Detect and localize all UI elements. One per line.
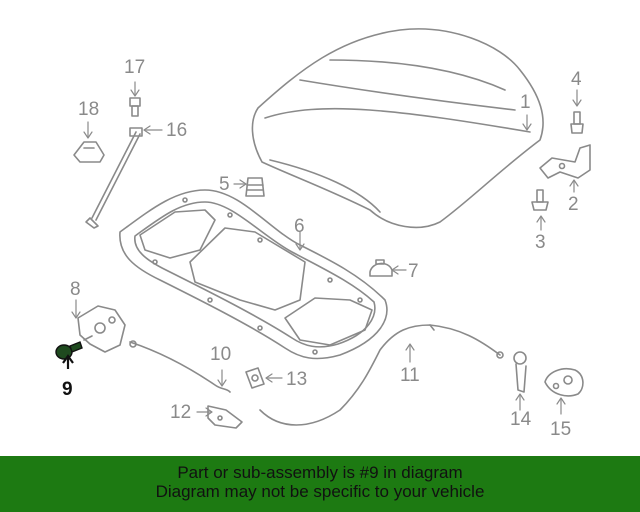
part-7-clip: [369, 259, 393, 277]
callout-10: 10: [210, 344, 232, 365]
callout-4: 4: [571, 69, 582, 90]
notice-line-2: Diagram may not be specific to your vehi…: [155, 482, 485, 501]
callout-14: 14: [510, 409, 532, 430]
callout-8: 8: [70, 279, 81, 300]
part-5-bumper: [245, 177, 265, 197]
part-4-bolt: [570, 111, 584, 134]
callout-3: 3: [535, 232, 546, 253]
part-9-bolt: [55, 341, 83, 369]
part-10-cable: [129, 340, 231, 393]
part-3-bolt: [531, 189, 549, 211]
part-2-hinge: [539, 144, 591, 179]
callout-2: 2: [568, 194, 579, 215]
part-18-holder: [73, 141, 105, 163]
callout-11: 11: [400, 365, 420, 386]
part-16-prop-rod: [85, 127, 143, 229]
part-11-cable: [259, 324, 504, 426]
callout-9: 9: [62, 379, 73, 400]
callout-18: 18: [78, 99, 100, 120]
leader-lines: [71, 81, 582, 417]
callout-13: 13: [286, 369, 308, 390]
callout-6: 6: [294, 216, 305, 237]
notice-line-1: Part or sub-assembly is #9 in diagram: [177, 463, 463, 482]
callout-5: 5: [219, 174, 230, 195]
part-13-bumper: [245, 367, 265, 389]
part-8-latch: [77, 305, 126, 353]
part-12-bracket: [207, 405, 243, 429]
part-1-hood: [251, 28, 544, 229]
callout-16: 16: [166, 120, 188, 141]
part-6-insulator: [119, 189, 388, 360]
callout-7: 7: [408, 261, 419, 282]
callout-15: 15: [550, 419, 572, 440]
notice-banner: Part or sub-assembly is #9 in diagram Di…: [0, 456, 640, 512]
part-15-latch: [544, 367, 584, 397]
part-14-support: [513, 351, 527, 393]
callout-17: 17: [124, 57, 146, 78]
callout-12: 12: [170, 402, 192, 423]
parts-diagram: [55, 28, 591, 429]
callout-1: 1: [520, 92, 531, 113]
part-17-bolt: [129, 97, 141, 117]
